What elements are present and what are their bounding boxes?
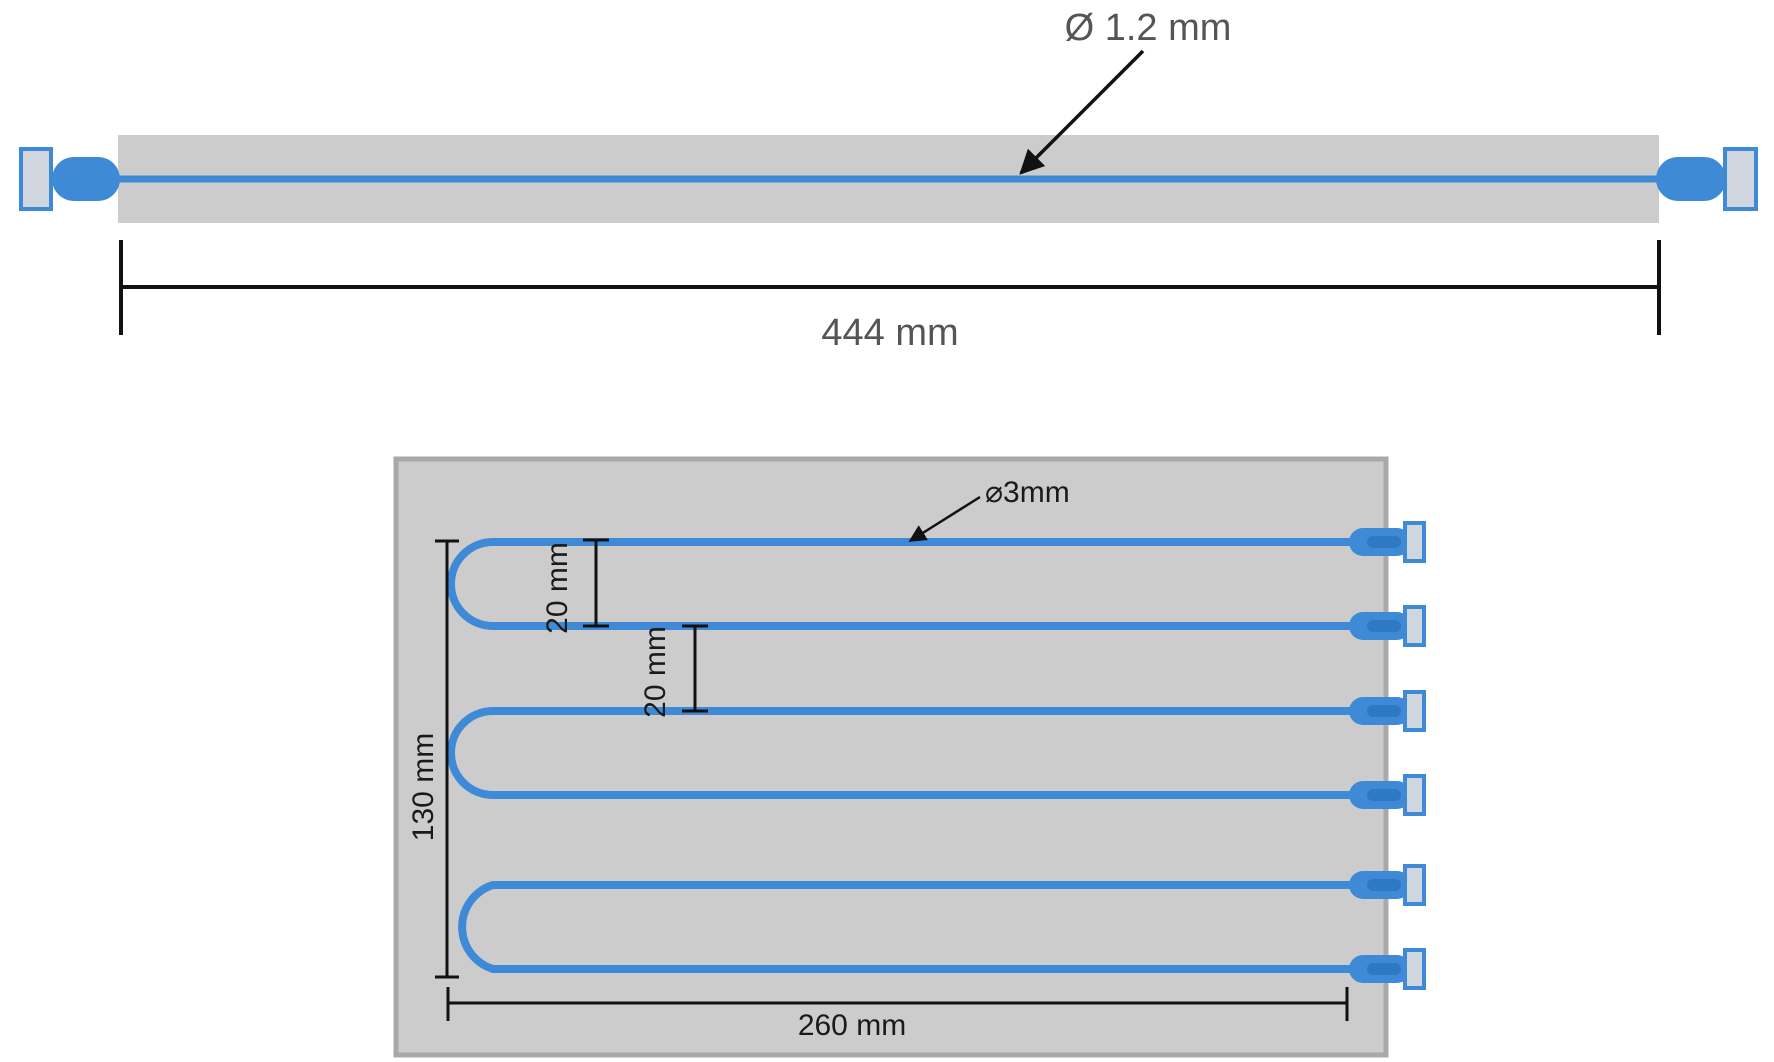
serpentine-diameter-arrow [908, 495, 981, 543]
gap-between-loops-label: 20 mm [639, 626, 672, 718]
straight-diameter-label: Ø 1.2 mm [1065, 7, 1232, 49]
serpentine-connector-1 [1349, 521, 1426, 563]
width-label: 260 mm [798, 1009, 906, 1042]
straight-length-label: 444 mm [821, 312, 958, 354]
height-label: 130 mm [407, 733, 440, 841]
straight-channel: Ø 1.2 mm 444 mm [19, 7, 1758, 354]
height-dimension [435, 539, 459, 979]
serpentine-loop-2 [447, 707, 1364, 799]
straight-diameter-arrow [1019, 49, 1145, 175]
right-connector [1656, 147, 1758, 211]
serpentine-diameter-label: ⌀3mm [985, 476, 1070, 509]
right-connector-body [1656, 157, 1726, 201]
width-dimension [446, 987, 1349, 1021]
gap-within-loop-label: 20 mm [541, 542, 574, 634]
gap-between-loops-dimension [682, 624, 708, 713]
straight-length-dimension [119, 240, 1661, 335]
serpentine-connector-5 [1349, 864, 1426, 906]
serpentine-connector-4 [1349, 774, 1426, 816]
left-connector [19, 147, 120, 211]
right-connector-cap [1723, 147, 1758, 211]
gap-within-loop-dimension [583, 538, 609, 628]
serpentine-connector-6 [1349, 948, 1426, 990]
left-connector-body [52, 157, 120, 201]
left-connector-cap [19, 147, 53, 211]
serpentine-panel [393, 456, 1389, 1058]
serpentine-loop-1 [447, 538, 1364, 630]
serpentine-connector-2 [1349, 605, 1426, 647]
serpentine-loop-3 [458, 881, 1364, 973]
serpentine-channel: ⌀3mm 20 mm 20 mm 130 mm 260 mm [393, 456, 1426, 1058]
serpentine-connector-3 [1349, 690, 1426, 732]
